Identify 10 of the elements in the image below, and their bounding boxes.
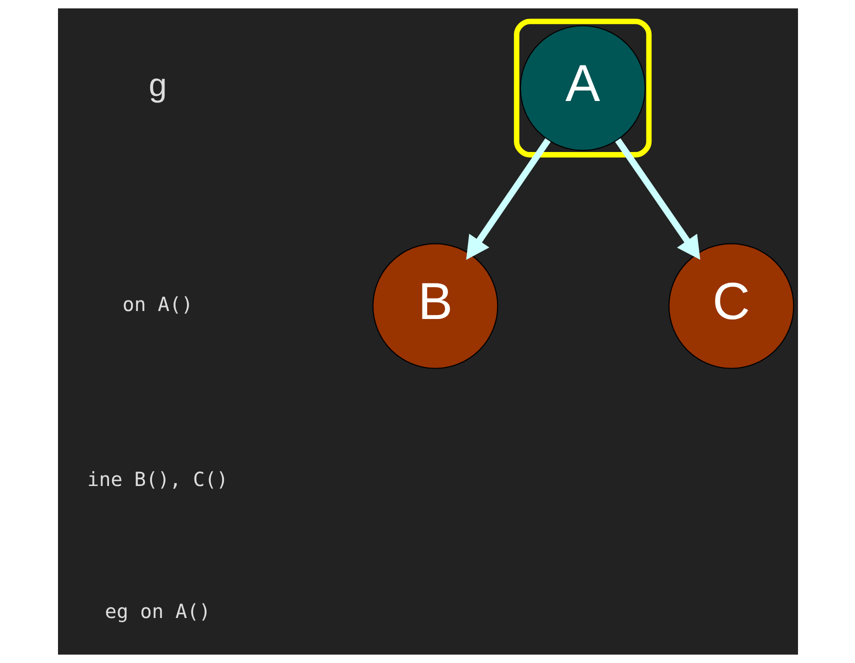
label: eg on A() [104, 600, 210, 624]
node-circle: C [668, 243, 794, 369]
node-circle: A [519, 25, 646, 151]
label: g [148, 67, 166, 104]
cluster [513, 18, 652, 158]
arrow [614, 138, 700, 260]
arrow [466, 138, 550, 260]
node-circle: B [372, 243, 498, 369]
label: ine B(), C() [86, 468, 228, 491]
label: on A() [122, 292, 192, 316]
